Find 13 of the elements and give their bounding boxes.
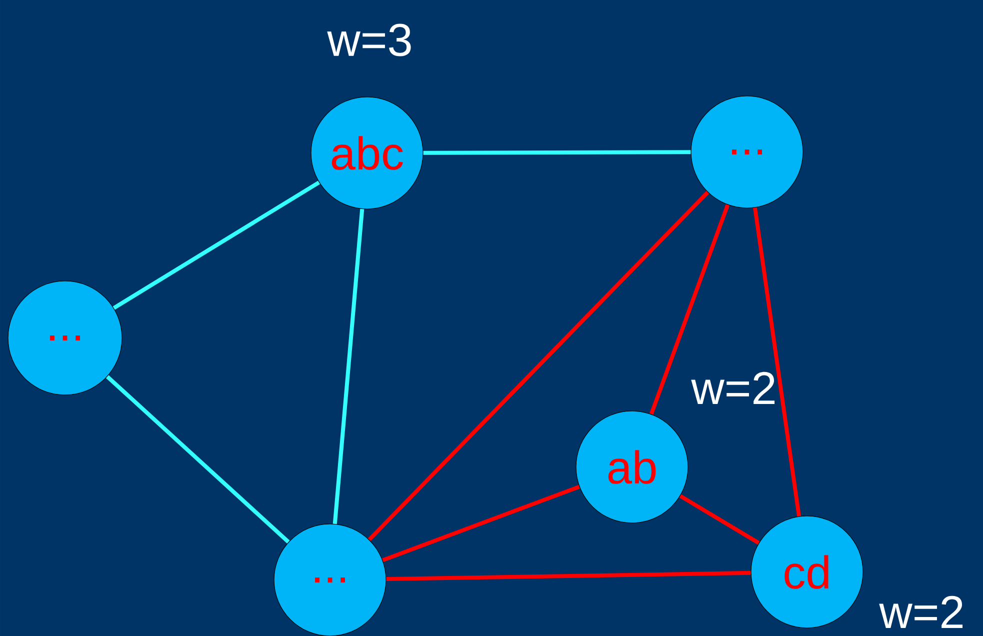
edge-line [752, 207, 802, 517]
edge-line [106, 375, 290, 544]
weight-label: w=3 [327, 24, 411, 56]
edge-line [112, 180, 320, 310]
weight-label: w=2 [691, 372, 775, 404]
edge-line [679, 494, 760, 545]
edge-line [386, 570, 751, 582]
edge-line [368, 190, 710, 542]
edge-line [332, 208, 364, 524]
edge-line [382, 484, 580, 562]
weight-label: w=2 [879, 596, 963, 628]
edge-line [649, 204, 730, 415]
edge-line [423, 150, 691, 155]
